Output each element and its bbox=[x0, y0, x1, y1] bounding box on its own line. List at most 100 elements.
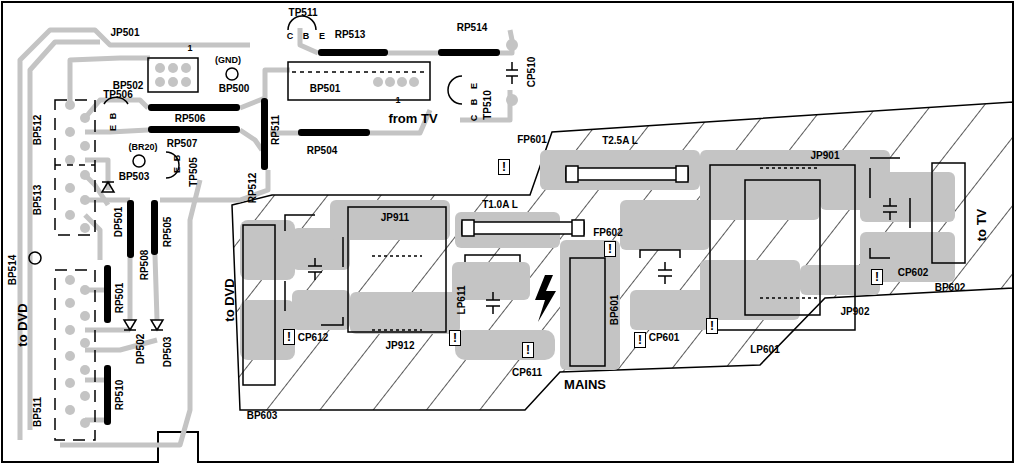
copper-trace bbox=[85, 328, 130, 333]
part-label: JP902 bbox=[841, 307, 870, 317]
warning-box: ! bbox=[449, 330, 461, 346]
connector-pad bbox=[506, 39, 518, 51]
part-label: RP512 bbox=[248, 173, 258, 204]
capacitor-symbol bbox=[883, 198, 897, 220]
connector-pad bbox=[80, 365, 90, 375]
component-outline bbox=[760, 167, 820, 169]
part-label: CP602 bbox=[898, 268, 929, 278]
connector-pad bbox=[155, 63, 165, 73]
part-label: 1 bbox=[395, 96, 400, 105]
part-label: to DVD bbox=[16, 303, 29, 346]
connector-pad bbox=[506, 94, 518, 106]
capacitor-symbol bbox=[308, 62, 897, 314]
fuse-symbol bbox=[462, 220, 474, 236]
resistor-symbol bbox=[104, 365, 111, 425]
part-label: FP602 bbox=[593, 228, 622, 238]
part-label: (GND) bbox=[215, 56, 241, 65]
part-label: 1 bbox=[187, 44, 192, 53]
connector-outline bbox=[55, 100, 95, 235]
copper-pour bbox=[240, 220, 295, 280]
part-label: RP513 bbox=[335, 30, 366, 40]
warning-mark: ! bbox=[453, 332, 457, 344]
connector-pad bbox=[397, 77, 407, 87]
connector-pad bbox=[155, 77, 165, 87]
part-label: RP510 bbox=[115, 380, 125, 411]
component-outline bbox=[372, 255, 422, 257]
part-label: DP503 bbox=[163, 337, 173, 368]
connector-pad bbox=[181, 63, 191, 73]
connector-pad bbox=[65, 155, 75, 165]
warning-mark: ! bbox=[502, 161, 506, 173]
part-label: TP506 bbox=[103, 90, 132, 100]
part-label: BP512 bbox=[33, 115, 43, 146]
connector-pad bbox=[80, 391, 90, 401]
resistor-symbol bbox=[151, 200, 158, 255]
connector-pad bbox=[80, 418, 90, 428]
transistor-symbol bbox=[448, 76, 462, 104]
part-label: FP601 bbox=[517, 135, 546, 145]
resistor-symbol bbox=[104, 49, 500, 425]
resistor-symbol bbox=[104, 265, 111, 323]
part-label: to TV bbox=[975, 209, 988, 242]
part-label: LP601 bbox=[750, 345, 779, 355]
warning-mark: ! bbox=[608, 243, 612, 255]
resistor-symbol bbox=[148, 126, 240, 133]
part-label: BP503 bbox=[119, 172, 150, 182]
warning-box: ! bbox=[871, 269, 883, 285]
diode-symbol bbox=[102, 182, 163, 330]
connector-pad bbox=[409, 77, 419, 87]
warning-box: ! bbox=[706, 318, 718, 334]
part-label: B bbox=[109, 113, 118, 120]
fuse-symbol bbox=[676, 166, 688, 182]
component-outline bbox=[465, 255, 520, 262]
part-label: E bbox=[173, 167, 182, 173]
part-label: TP510 bbox=[483, 90, 493, 119]
high-voltage-symbol bbox=[535, 275, 556, 322]
copper-trace bbox=[300, 28, 318, 53]
warning-mark: ! bbox=[287, 331, 291, 343]
warning-box: ! bbox=[604, 241, 616, 257]
connector-outline bbox=[288, 62, 430, 100]
part-label: B bbox=[470, 99, 479, 106]
component-outline bbox=[870, 158, 910, 258]
copper-trace bbox=[60, 180, 200, 445]
connector-outline bbox=[55, 270, 95, 440]
diode-symbol bbox=[124, 320, 136, 330]
part-label: RP506 bbox=[175, 114, 206, 124]
resistor-symbol bbox=[298, 129, 370, 136]
connector-pad bbox=[65, 210, 75, 220]
part-label: BP513 bbox=[33, 185, 43, 216]
copper-pour bbox=[560, 240, 620, 370]
connector-pad bbox=[168, 77, 178, 87]
copper-pour bbox=[860, 172, 955, 222]
part-label: LP611 bbox=[457, 286, 467, 315]
part-label: RP504 bbox=[307, 146, 338, 156]
connector-pad bbox=[80, 141, 90, 151]
copper-trace bbox=[85, 340, 157, 350]
fuse-symbol bbox=[462, 222, 584, 234]
connector-outline bbox=[133, 155, 145, 167]
copper-trace bbox=[155, 255, 157, 320]
diode-symbol bbox=[102, 182, 114, 192]
part-label: E bbox=[319, 32, 325, 41]
component-outline bbox=[243, 158, 965, 385]
part-label: CP612 bbox=[298, 333, 329, 343]
connector-pad bbox=[65, 100, 75, 110]
copper-trace bbox=[30, 42, 100, 430]
part-label: RP507 bbox=[167, 139, 198, 149]
part-label: MAINS bbox=[564, 378, 606, 391]
copper-pour bbox=[240, 300, 295, 360]
component-outline bbox=[640, 250, 680, 258]
connector-pad bbox=[65, 325, 75, 335]
fuse-symbol bbox=[566, 168, 688, 180]
part-label: RP501 bbox=[115, 283, 125, 314]
warning-mark: ! bbox=[875, 271, 879, 283]
copper-pour bbox=[700, 150, 820, 220]
capacitor-symbol bbox=[486, 292, 500, 314]
part-label: C bbox=[470, 115, 479, 122]
